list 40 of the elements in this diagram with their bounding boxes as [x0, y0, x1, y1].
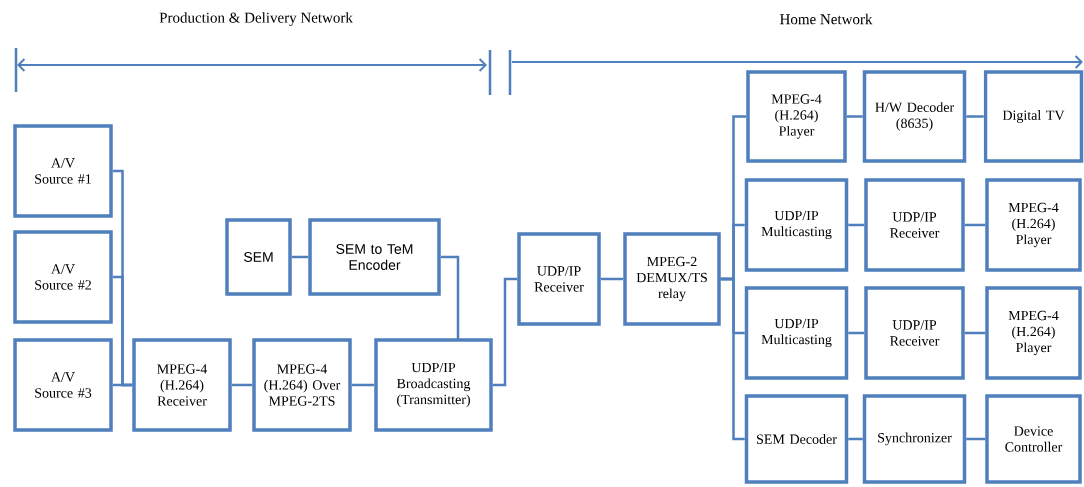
- connector-line: [964, 223, 986, 227]
- process-box: MPEG-4 (H.264) Player: [746, 70, 847, 163]
- connector-line: [964, 331, 986, 335]
- connector-line: [492, 277, 518, 387]
- process-box: A/V Source #2: [13, 230, 113, 324]
- process-box: UDP/IP Broadcasting (Transmitter): [374, 338, 493, 432]
- process-box: MPEG-4 (H.264) Over MPEG-2TS: [252, 338, 352, 432]
- connector-line: [720, 277, 745, 441]
- process-box: SEM to TeM Encoder: [308, 218, 441, 296]
- process-box: A/V Source #1: [13, 124, 113, 218]
- process-box: MPEG-4 (H.264) Player: [985, 286, 1082, 380]
- section-heading: Home Network: [780, 13, 873, 25]
- connector-line: [351, 383, 375, 387]
- connector-line: [231, 383, 253, 387]
- process-box: MPEG-4 (H.264) Player: [985, 178, 1082, 272]
- connector-line: [600, 277, 624, 281]
- process-box: MPEG-4 (H.264) Receiver: [132, 338, 232, 432]
- process-box: H/W Decoder (8635): [862, 70, 967, 163]
- process-box: UDP/IP Receiver: [864, 286, 965, 380]
- process-box: UDP/IP Multicasting: [744, 286, 849, 380]
- connector-line: [848, 437, 863, 441]
- section-heading: Production & Delivery Network: [159, 12, 353, 26]
- process-box: UDP/IP Receiver: [864, 178, 965, 272]
- process-box: UDP/IP Receiver: [517, 232, 601, 326]
- process-box: A/V Source #3: [13, 338, 113, 432]
- connector-line: [848, 223, 865, 227]
- connector-line: [291, 255, 309, 259]
- process-box: MPEG-2 DEMUX/TS relay: [623, 232, 721, 326]
- connector-line: [440, 255, 460, 340]
- process-box: Synchronizer: [862, 394, 967, 484]
- connector-line: [846, 115, 863, 118]
- process-box: UDP/IP Multicasting: [744, 178, 849, 272]
- connector-line: [848, 331, 865, 335]
- process-box: Digital TV: [983, 70, 1084, 163]
- connector-line: [966, 437, 986, 441]
- connector-line: [112, 383, 133, 387]
- process-box: SEM: [225, 218, 292, 296]
- connector-line: [966, 115, 984, 118]
- process-box: SEM Decoder: [744, 394, 849, 484]
- process-box: Device Controller: [985, 394, 1082, 484]
